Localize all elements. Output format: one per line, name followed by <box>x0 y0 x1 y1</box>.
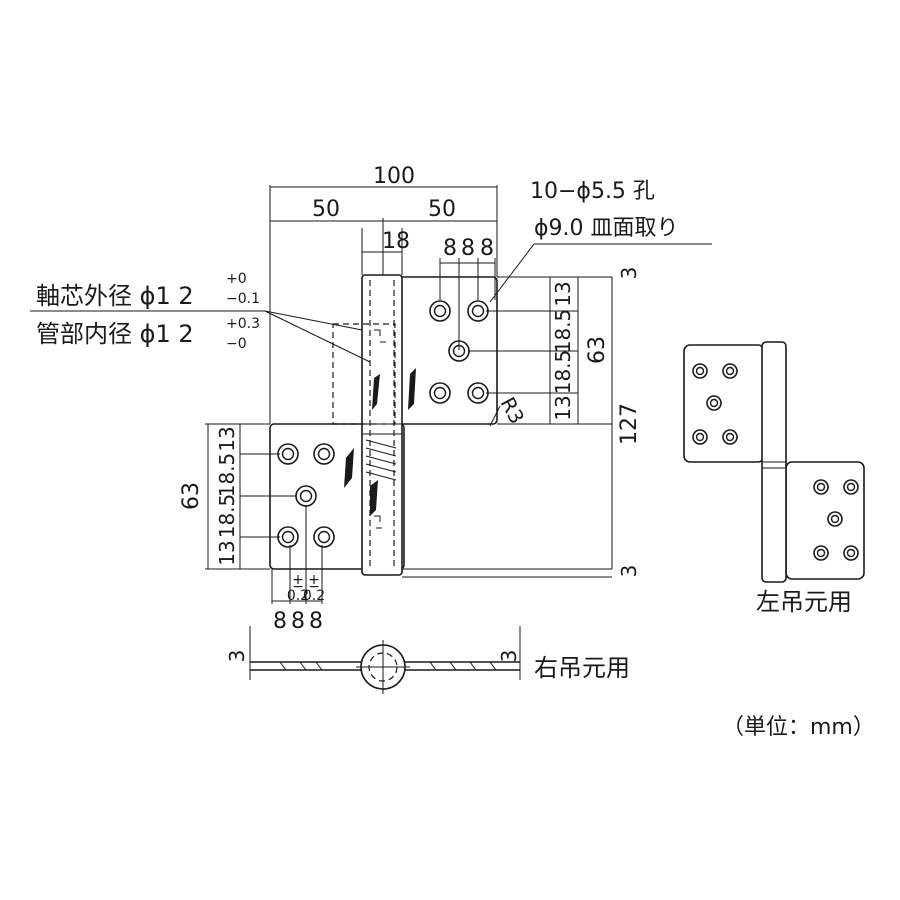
knuckle <box>361 274 403 576</box>
left-hang-holes <box>692 363 859 561</box>
countersunk-hole <box>827 511 843 527</box>
tol-value-2: 0.2 <box>303 588 325 604</box>
tol-plus-2: + <box>308 572 320 588</box>
tol-plus-1: + <box>292 572 304 588</box>
countersunk-hole <box>813 545 829 561</box>
unit-label: （単位：mm） <box>722 715 875 740</box>
holes-note-line1: 10−ϕ5.5 孔 <box>530 179 655 204</box>
notes: 10−ϕ5.5 孔 ϕ9.0 皿面取り 軸芯外径 ϕ1 2 +0 −0.1 管部… <box>36 179 679 352</box>
dim-right-v-1: 13 <box>551 281 575 306</box>
dim-top-pitch-3: 8 <box>480 236 494 261</box>
dim-gap-top: 3 <box>617 267 641 280</box>
dim-bottom-pitch-1: 8 <box>273 609 287 634</box>
dim-end-left: 3 <box>225 650 249 663</box>
holes-note-line2: ϕ9.0 皿面取り <box>534 216 679 241</box>
shading <box>344 368 416 516</box>
countersunk-hole <box>295 485 317 507</box>
countersunk-hole <box>706 395 722 411</box>
countersunk-hole <box>467 300 489 322</box>
dim-bottom-pitch-2: 8 <box>291 609 305 634</box>
countersunk-hole <box>813 479 829 495</box>
dimension-lines <box>30 185 712 604</box>
view-labels: 右吊元用 左吊元用 （単位：mm） <box>534 588 875 740</box>
tol-minus-1: − <box>292 579 304 595</box>
dim-knuckle-width: 18 <box>382 229 410 254</box>
front-view <box>269 274 498 576</box>
dim-left-leaf-height: 63 <box>179 482 204 510</box>
dim-right-v-2: 18.5 <box>551 309 575 354</box>
pipe-tol-upper: +0.3 <box>226 316 260 332</box>
countersunk-hole <box>843 479 859 495</box>
knuckle-coil <box>365 439 397 481</box>
dim-radius: R3 <box>496 393 530 428</box>
dim-total-height: 127 <box>617 403 642 445</box>
dim-bottom-pitch-3: 8 <box>309 609 323 634</box>
dim-end-right: 3 <box>497 650 521 663</box>
dim-overall-width: 100 <box>373 164 415 189</box>
countersunk-hole <box>692 363 708 379</box>
shaft-tol-lower: −0.1 <box>226 291 260 307</box>
shaft-label: 軸芯外径 ϕ1 2 <box>36 282 194 310</box>
countersunk-hole <box>429 300 451 322</box>
countersunk-hole <box>692 429 708 445</box>
dimension-text: 100 50 50 18 8 8 8 8 8 8 + − 0.2 + − 0.2… <box>179 164 642 662</box>
dim-left-v-4: 13 <box>215 540 239 565</box>
countersunk-hole <box>843 545 859 561</box>
countersunk-hole <box>313 443 335 465</box>
dim-left-v-3: 18.5 <box>215 494 239 539</box>
dim-gap-bottom: 3 <box>617 565 641 578</box>
dim-right-v-3: 18.5 <box>551 350 575 395</box>
section-view <box>249 626 521 694</box>
left-hang-view <box>683 341 865 583</box>
dim-top-pitch-1: 8 <box>443 236 457 261</box>
dim-top-pitch-2: 8 <box>461 236 475 261</box>
dim-left-v-1: 13 <box>215 426 239 451</box>
small-upper-leaf <box>683 344 765 463</box>
tol-minus-2: − <box>308 579 320 595</box>
dim-right-leaf-height: 63 <box>585 336 610 364</box>
countersunk-hole <box>429 382 451 404</box>
pipe-tol-lower: −0 <box>226 336 247 352</box>
dim-left-v-2: 18.5 <box>215 453 239 498</box>
right-hang-label: 右吊元用 <box>534 654 630 682</box>
countersunk-hole <box>277 443 299 465</box>
dim-right-v-4: 13 <box>551 395 575 420</box>
countersunk-hole <box>722 429 738 445</box>
countersunk-hole <box>722 363 738 379</box>
countersunk-hole <box>277 526 299 548</box>
tol-value-1: 0.2 <box>287 588 309 604</box>
left-hang-label: 左吊元用 <box>756 588 852 616</box>
dim-half-right: 50 <box>428 197 456 222</box>
countersunk-hole <box>313 526 335 548</box>
dim-half-left: 50 <box>312 197 340 222</box>
shaft-tol-upper: +0 <box>226 271 247 287</box>
pipe-label: 管部内径 ϕ1 2 <box>36 320 194 348</box>
countersunk-hole <box>467 382 489 404</box>
